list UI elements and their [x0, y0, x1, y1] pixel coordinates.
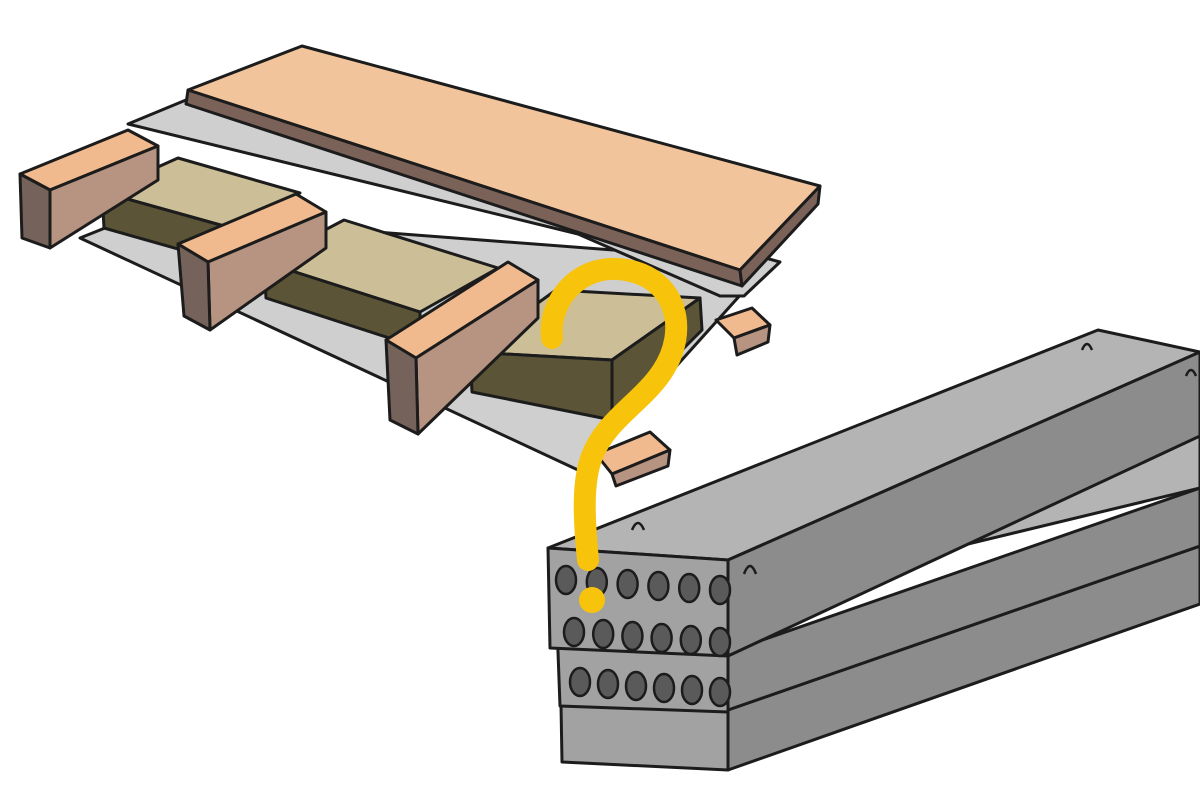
hollow-core-3-6: [708, 676, 732, 708]
question-mark: [540, 257, 688, 613]
lifting-loop-2: [742, 564, 758, 575]
joist-3: [384, 260, 540, 436]
top-board: [184, 44, 822, 288]
lifting-loop-1: [630, 521, 646, 531]
hollow-core-slab-stack: [546, 328, 1200, 772]
joist-stub-upper: [714, 306, 772, 357]
hollow-cores: [554, 564, 732, 708]
hollow-core-1-1: [554, 564, 578, 596]
hollow-core-3-1: [568, 666, 592, 698]
hollow-core-2-6: [708, 626, 732, 658]
joist-1: [18, 128, 160, 250]
hollow-core-2-5: [679, 624, 703, 656]
hollow-core-1-3: [616, 568, 639, 600]
timber-floor-assembly: [18, 44, 822, 488]
question-mark-dot: [579, 587, 605, 613]
lifting-loop-3: [1080, 342, 1094, 351]
question-mark-curve: [540, 257, 688, 571]
joist-2: [176, 192, 328, 332]
hollow-core-3-2: [596, 668, 620, 700]
hollow-core-1-5: [677, 572, 701, 604]
hollow-core-1-6: [708, 574, 732, 606]
lifting-loop-4: [1184, 368, 1198, 377]
hollow-core-2-2: [591, 618, 615, 650]
hollow-core-3-4: [652, 672, 676, 704]
hollow-core-3-5: [680, 674, 704, 706]
hollow-core-2-1: [562, 616, 586, 648]
joist-stub-lower: [594, 430, 672, 488]
hollow-core-2-4: [650, 622, 673, 654]
hollow-core-2-3: [621, 620, 644, 652]
hollow-core-3-3: [624, 670, 648, 702]
hollow-core-1-4: [647, 570, 670, 602]
